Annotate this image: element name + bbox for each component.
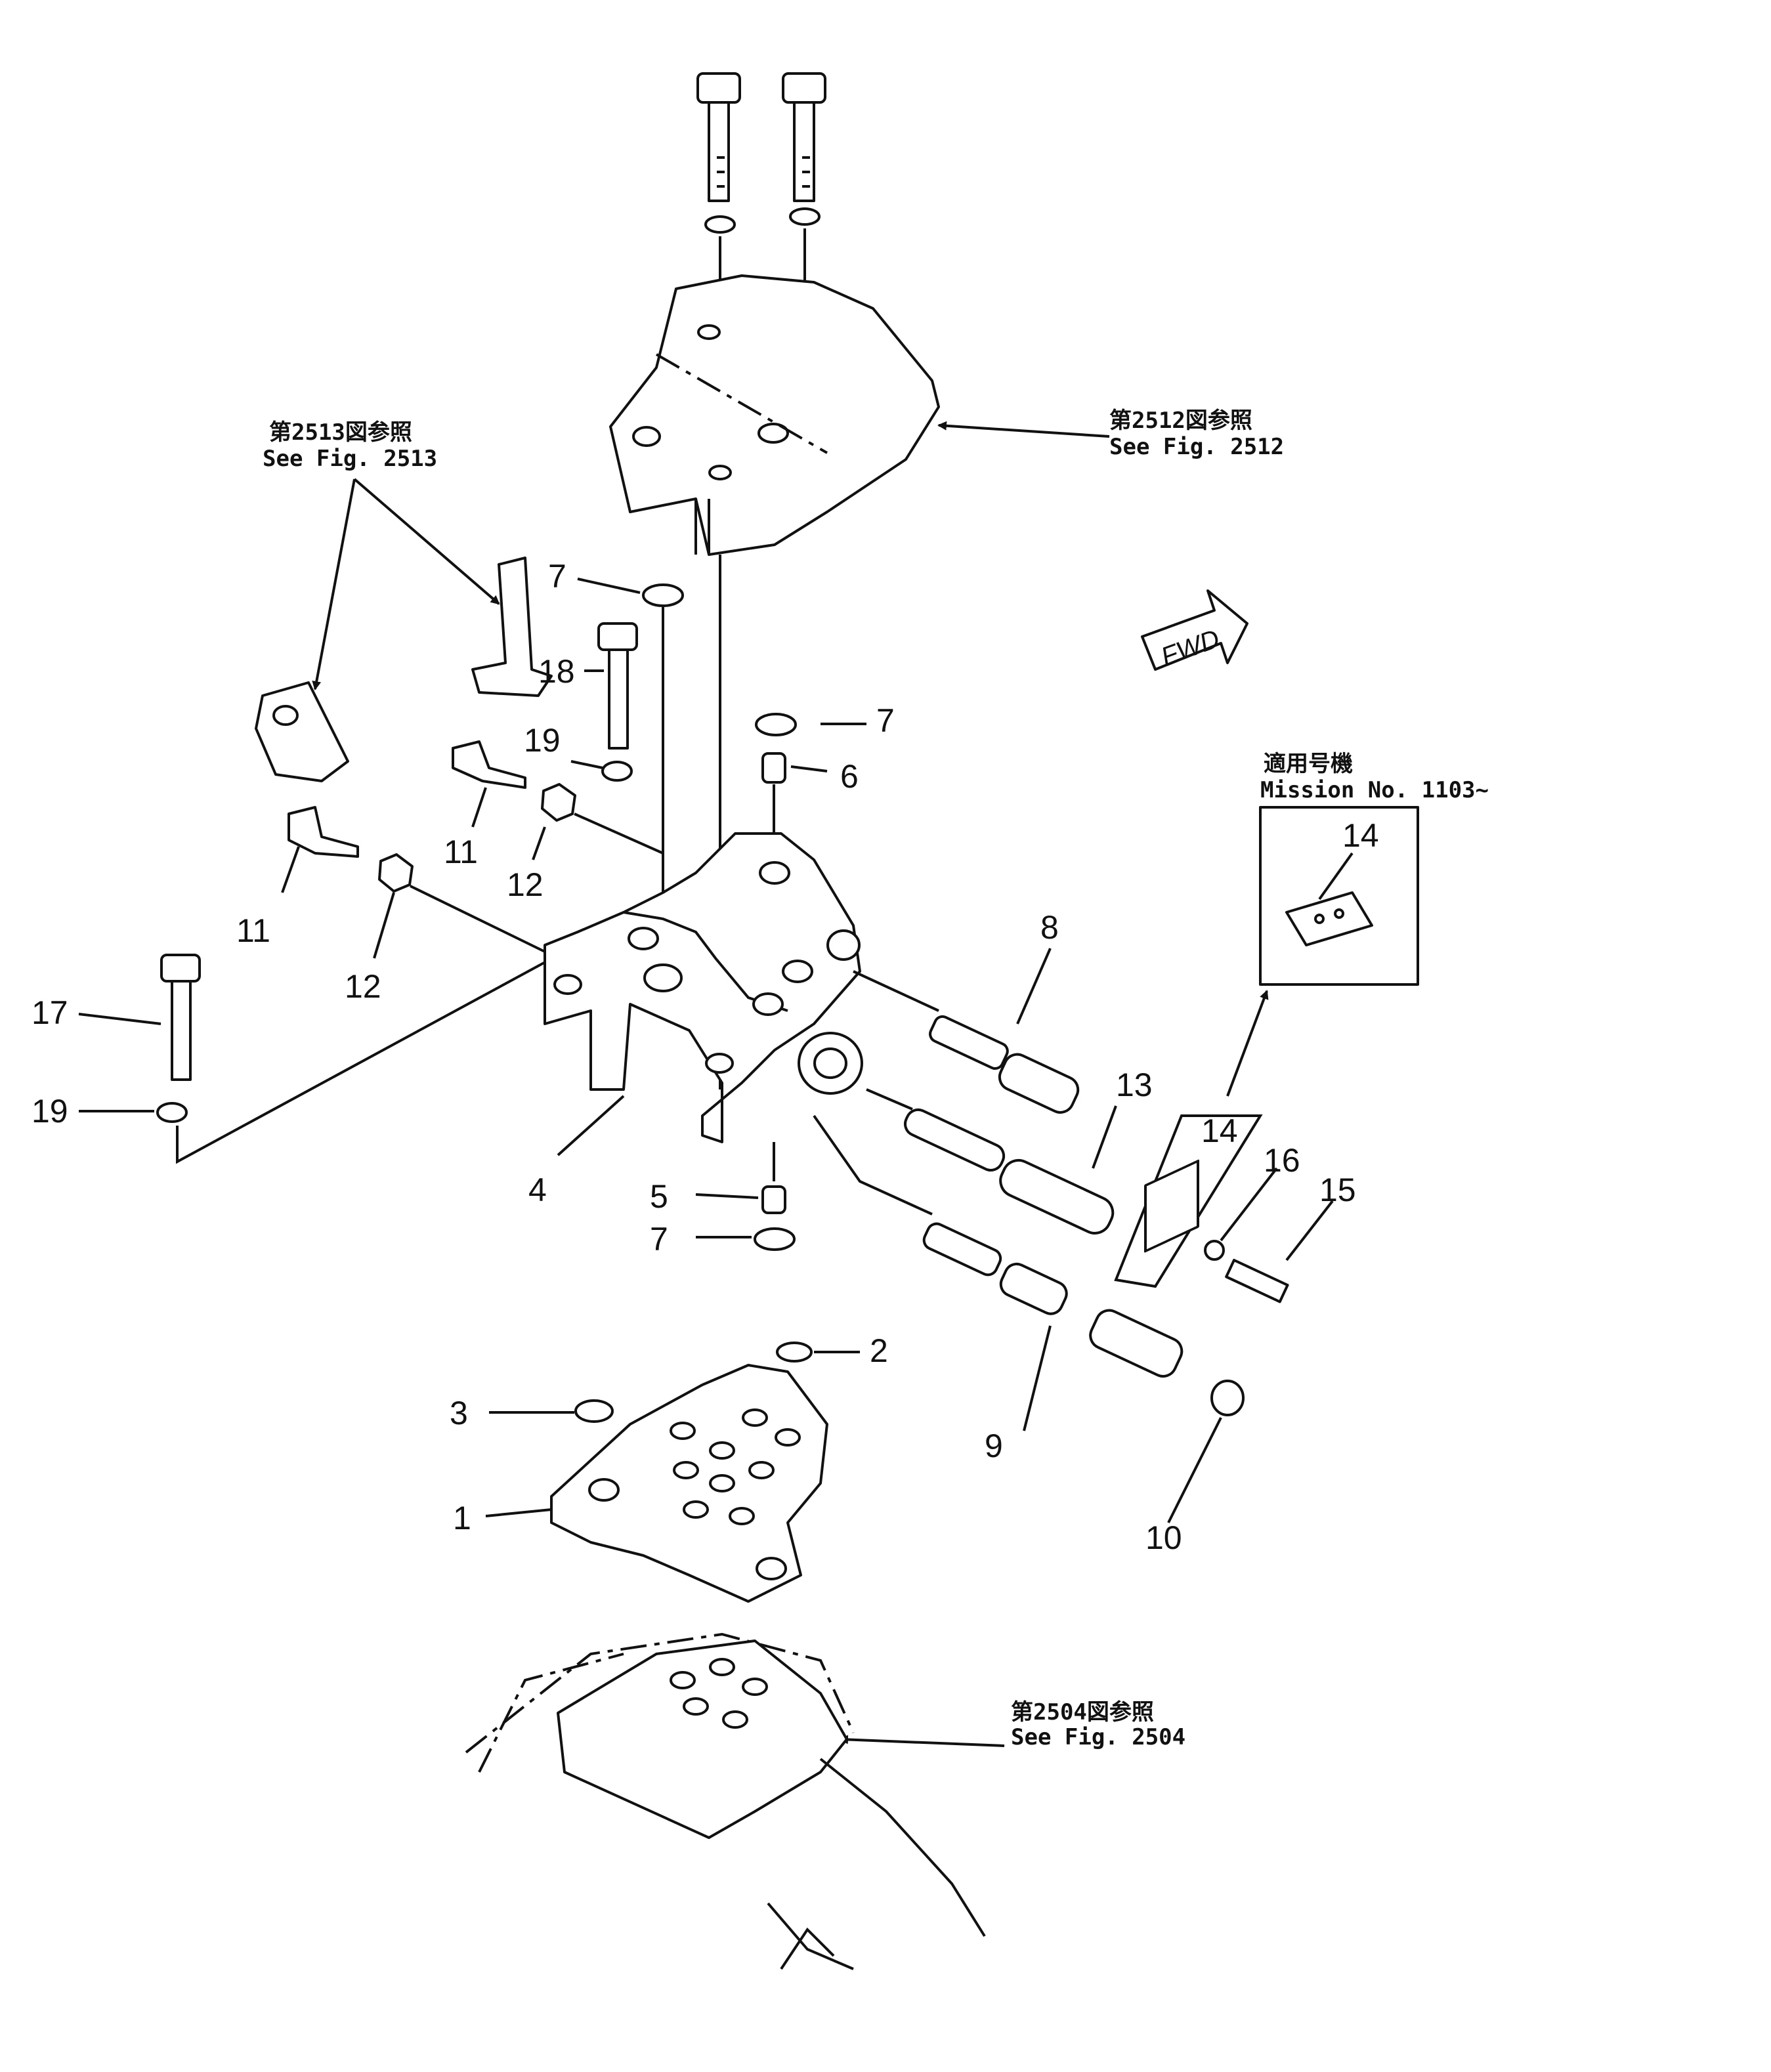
part-number-19: 19 — [32, 1093, 68, 1130]
bolt-15 — [1225, 1258, 1289, 1303]
ref-2512-en: See Fig. 2512 — [1109, 434, 1284, 460]
part-number-16: 16 — [1264, 1142, 1300, 1179]
spool-13 — [866, 1088, 1115, 1235]
part-number-19: 19 — [524, 722, 561, 759]
plug-10 — [1210, 1380, 1245, 1416]
ref-2513-en: See Fig. 2513 — [263, 446, 437, 472]
part-number-11: 11 — [444, 834, 478, 870]
part-number-14: 14 — [1201, 1112, 1238, 1149]
part-number-12: 12 — [345, 968, 381, 1005]
ref-mission-en: Mission No. 1103~ — [1260, 777, 1489, 803]
shift-lever-lower — [255, 681, 349, 782]
part-number-18: 18 — [538, 653, 575, 690]
part-number-3: 3 — [450, 1395, 468, 1431]
o-ring-7-mid — [755, 713, 797, 736]
bolt-18 — [597, 622, 638, 750]
part-number-4: 4 — [528, 1172, 547, 1208]
nut-12-upper — [541, 783, 664, 855]
part-number-11: 11 — [236, 912, 270, 949]
part-number-7: 7 — [876, 702, 895, 739]
spool-8 — [853, 970, 1080, 1114]
leader-lines — [78, 578, 1354, 1523]
washer-19-lower — [156, 1102, 188, 1123]
plug-5 — [761, 1142, 786, 1214]
separator-plate-1 — [550, 1364, 828, 1603]
o-ring-7-top — [642, 583, 684, 607]
part-number-10: 10 — [1145, 1519, 1182, 1556]
nut-12-lower — [378, 853, 545, 953]
bolt-17 — [160, 954, 201, 1081]
fwd-arrow-icon — [1141, 589, 1248, 671]
part-number-2: 2 — [870, 1332, 888, 1369]
upper-valve-cover — [609, 274, 940, 556]
mission-inset-box — [1259, 806, 1419, 986]
ref-2504-en: See Fig. 2504 — [1011, 1724, 1185, 1750]
o-ring-3 — [574, 1399, 614, 1423]
o-ring-7-bottom — [754, 1227, 796, 1251]
part-number-17: 17 — [32, 994, 68, 1031]
shift-lever-upper — [471, 557, 553, 697]
part-number-6: 6 — [840, 758, 859, 795]
ref-mission-jp: 適用号機 — [1264, 751, 1353, 777]
ref-2512-jp: 第2512図参照 — [1109, 408, 1252, 434]
part-number-15: 15 — [1319, 1172, 1356, 1208]
part-number-1: 1 — [453, 1500, 471, 1536]
washer-19-top — [601, 761, 633, 782]
o-ring-2 — [776, 1342, 813, 1363]
lever-11-upper — [452, 740, 526, 789]
part-number-12: 12 — [507, 866, 544, 903]
part-number-8: 8 — [1040, 909, 1059, 946]
ref-2513-jp: 第2513図参照 — [269, 419, 412, 446]
lower-transmission-case — [465, 1632, 986, 1970]
upper-bolt-left — [696, 72, 741, 234]
part-number-14: 14 — [1342, 817, 1379, 854]
part-number-13: 13 — [1116, 1067, 1153, 1103]
part-number-9: 9 — [985, 1427, 1003, 1464]
part-number-7: 7 — [650, 1221, 668, 1258]
washer-16 — [1204, 1240, 1225, 1261]
main-valve-body — [544, 832, 863, 1143]
plate-14-inset-detail — [1114, 990, 1289, 1303]
upper-bolt-right — [782, 72, 826, 226]
lever-11-lower — [288, 806, 359, 858]
part-number-7: 7 — [548, 558, 566, 595]
spool-9 — [813, 1114, 1184, 1378]
part-number-5: 5 — [650, 1178, 668, 1215]
ref-2504-jp: 第2504図参照 — [1011, 1699, 1154, 1725]
plug-6 — [761, 752, 786, 847]
